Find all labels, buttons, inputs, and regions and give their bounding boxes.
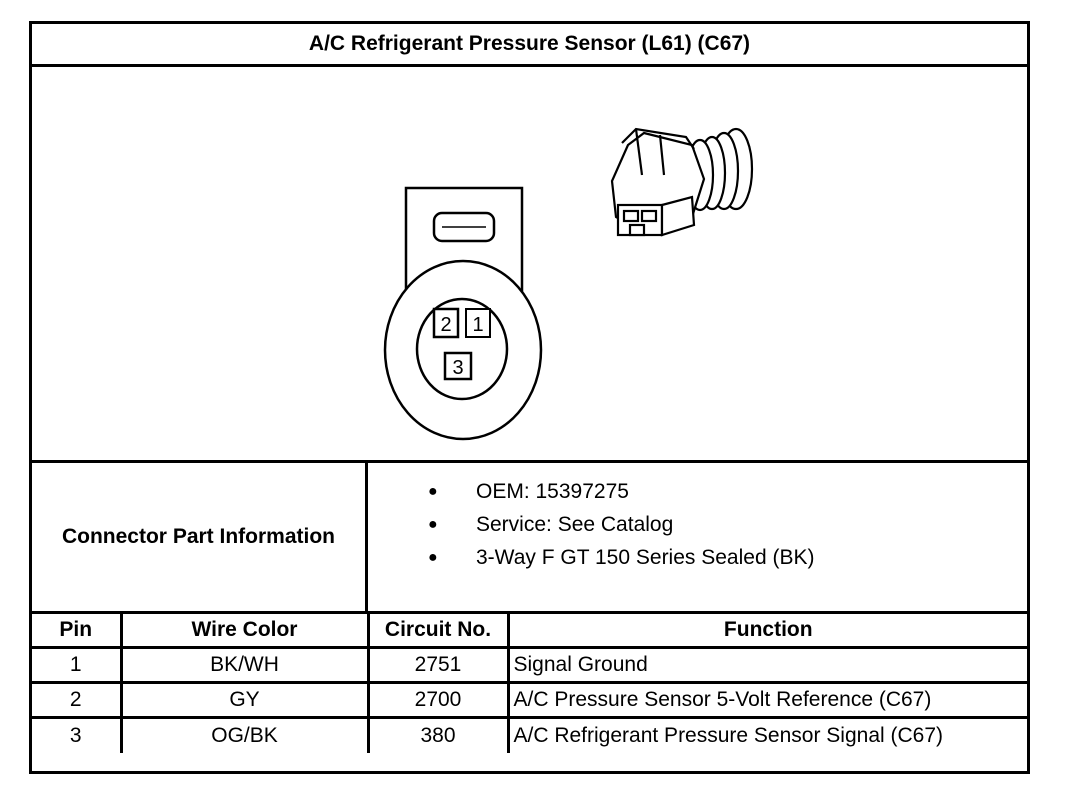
cell-pin: 1 <box>32 646 123 684</box>
header-wire-color: Wire Color <box>119 611 370 649</box>
list-item: ● 3-Way F GT 150 Series Sealed (BK) <box>368 541 1027 574</box>
table-row: 2 GY 2700 A/C Pressure Sensor 5-Volt Ref… <box>32 681 1027 719</box>
svg-text:3: 3 <box>452 357 463 379</box>
list-item: ● OEM: 15397275 <box>368 475 1027 508</box>
bullet-icon: ● <box>428 516 438 533</box>
connector-face-view <box>383 186 543 441</box>
table-row: 3 OG/BK 380 A/C Refrigerant Pressure Sen… <box>32 716 1027 753</box>
connector-part-info: Connector Part Information ● OEM: 153972… <box>32 460 1027 611</box>
cell-pin: 2 <box>32 681 123 719</box>
connector-drawing: 2 1 3 <box>32 67 1027 460</box>
connector-sheet: A/C Refrigerant Pressure Sensor (L61) (C… <box>29 21 1030 774</box>
svg-text:2: 2 <box>440 314 451 336</box>
cell-wire-color: OG/BK <box>119 716 370 753</box>
cell-function: A/C Refrigerant Pressure Sensor Signal (… <box>506 716 1027 753</box>
connector-part-info-label: Connector Part Information <box>32 463 368 611</box>
list-item: ● Service: See Catalog <box>368 508 1027 541</box>
bullet-icon: ● <box>428 483 438 500</box>
part-info-description: 3-Way F GT 150 Series Sealed (BK) <box>476 546 815 569</box>
header-circuit-no: Circuit No. <box>366 611 510 649</box>
cell-wire-color: BK/WH <box>119 646 370 684</box>
part-info-service: Service: See Catalog <box>476 513 674 536</box>
svg-text:1: 1 <box>472 314 483 336</box>
cell-circuit: 380 <box>366 716 510 753</box>
header-function: Function <box>506 611 1027 649</box>
connector-cavity-3: 3 <box>443 351 473 381</box>
table-header-row: Pin Wire Color Circuit No. Function <box>32 611 1027 649</box>
connector-isometric-view <box>610 127 754 237</box>
pin-table: Pin Wire Color Circuit No. Function 1 BK… <box>32 611 1027 753</box>
bullet-icon: ● <box>428 549 438 566</box>
page-title: A/C Refrigerant Pressure Sensor (L61) (C… <box>32 24 1027 67</box>
cell-pin: 3 <box>32 716 123 753</box>
table-row: 1 BK/WH 2751 Signal Ground <box>32 646 1027 684</box>
connector-cavity-2: 2 <box>432 307 460 339</box>
cell-circuit: 2751 <box>366 646 510 684</box>
header-pin: Pin <box>32 611 123 649</box>
connector-illustration: 2 1 3 <box>383 127 754 441</box>
cell-wire-color: GY <box>119 681 370 719</box>
part-info-oem: OEM: 15397275 <box>476 480 629 503</box>
cell-circuit: 2700 <box>366 681 510 719</box>
connector-cavity-1: 1 <box>465 308 491 338</box>
cell-function: A/C Pressure Sensor 5-Volt Reference (C6… <box>506 681 1027 719</box>
cell-function: Signal Ground <box>506 646 1027 684</box>
connector-part-info-list: ● OEM: 15397275 ● Service: See Catalog ●… <box>368 475 1027 574</box>
